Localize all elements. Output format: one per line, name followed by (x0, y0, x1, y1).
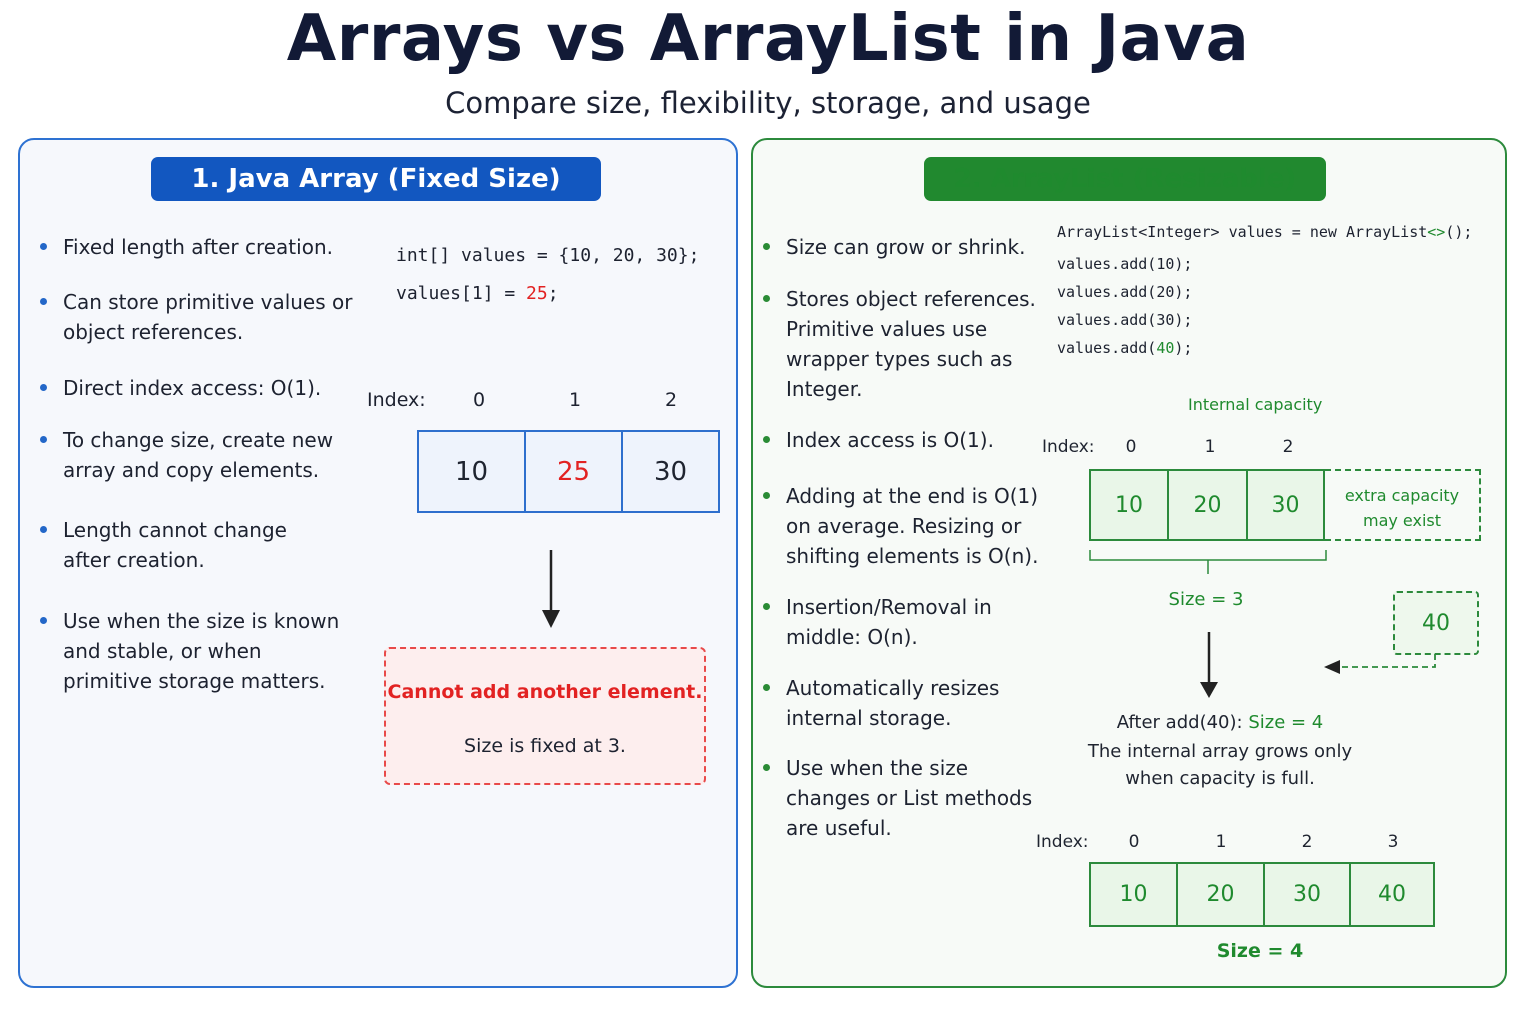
arraylist-index: 0 (1128, 832, 1140, 852)
bullet-dot-icon (40, 384, 47, 391)
size-after-label: Size = 4 (1216, 940, 1304, 962)
array-index-label: Index: (367, 389, 426, 411)
after-add-label: After add(40): Size = 4 (1116, 712, 1324, 733)
array-panel (18, 138, 738, 988)
warning-title: Cannot add another element. (387, 681, 703, 703)
warning-text: Size is fixed at 3. (464, 735, 626, 757)
page-subtitle: Compare size, flexibility, storage, and … (445, 86, 1091, 120)
bullet-dot-icon (40, 243, 47, 250)
bullet-dot-icon (763, 243, 770, 250)
bullet-dot-icon (763, 492, 770, 499)
arraylist-bullet: Automatically resizes internal storage. (763, 673, 999, 733)
array-code-assignment: values[1] = 25; (396, 283, 559, 304)
arraylist-code-add: values.add(20); (1057, 283, 1193, 301)
arraylist-bullet: Size can grow or shrink. (763, 232, 1025, 262)
arraylist-cell: 10 (1091, 471, 1169, 539)
arraylist-index-label: Index: (1036, 832, 1089, 852)
down-arrow-icon (542, 550, 560, 628)
arraylist-cell: 20 (1169, 471, 1248, 539)
bullet-dot-icon (763, 684, 770, 691)
new-element-box: 40 (1393, 591, 1479, 655)
arraylist-code-add: values.add(10); (1057, 255, 1193, 273)
array-cells: 10 25 30 (417, 430, 720, 513)
arraylist-index: 1 (1204, 437, 1216, 457)
arraylist-bullet: Insertion/Removal in middle: O(n). (763, 592, 992, 652)
array-bullet: To change size, create new array and cop… (40, 425, 333, 485)
array-panel-header: 1. Java Array (Fixed Size) (151, 157, 601, 201)
arraylist-code-declaration: ArrayList<Integer> values = new ArrayLis… (1057, 223, 1473, 241)
bullet-dot-icon (40, 298, 47, 305)
array-index: 2 (664, 389, 678, 411)
arraylist-code-add: values.add(40); (1057, 339, 1193, 357)
bullet-dot-icon (40, 617, 47, 624)
array-bullet: Length cannot change after creation. (40, 515, 287, 575)
fixed-size-warning: Cannot add another element. Size is fixe… (384, 647, 706, 785)
arraylist-bullet: Stores object references. Primitive valu… (763, 284, 1036, 404)
arraylist-bullet: Adding at the end is O(1) on average. Re… (763, 481, 1038, 571)
arraylist-cells-after: 10 20 30 40 (1089, 862, 1435, 927)
bullet-dot-icon (763, 603, 770, 610)
arraylist-index: 3 (1387, 832, 1399, 852)
arraylist-bullet: Index access is O(1). (763, 425, 994, 455)
extra-capacity-box: extra capacity may exist (1325, 469, 1481, 541)
down-arrow-icon (1200, 632, 1218, 698)
arraylist-cells-before: 10 20 30 (1089, 469, 1325, 541)
arraylist-cell: 20 (1178, 864, 1265, 925)
array-code-declaration: int[] values = {10, 20, 30}; (396, 245, 700, 266)
array-cell: 30 (653, 456, 688, 487)
grow-note-line: when capacity is full. (1125, 768, 1315, 789)
bullet-dot-icon (40, 436, 47, 443)
arraylist-cell: 40 (1378, 882, 1406, 907)
size-brace-icon (1089, 550, 1327, 574)
arraylist-index: 1 (1215, 832, 1227, 852)
array-bullet: Can store primitive values or object ref… (40, 287, 352, 347)
arraylist-bullet: Use when the size changes or List method… (763, 753, 1032, 843)
page-title: Arrays vs ArrayList in Java (286, 2, 1250, 76)
arraylist-panel (751, 138, 1507, 988)
grow-note-line: The internal array grows only (1087, 741, 1353, 762)
arraylist-cell: 10 (1091, 864, 1178, 925)
bullet-dot-icon (763, 436, 770, 443)
array-cell: 10 (419, 432, 526, 511)
array-index: 0 (472, 389, 486, 411)
array-cell-updated: 25 (526, 432, 623, 511)
arraylist-index: 2 (1301, 832, 1313, 852)
bullet-dot-icon (40, 526, 47, 533)
array-bullet: Direct index access: O(1). (40, 373, 321, 403)
arraylist-cell: 30 (1271, 492, 1300, 518)
arraylist-index: 2 (1282, 437, 1294, 457)
internal-capacity-label: Internal capacity (1188, 395, 1323, 414)
insert-arrow-icon (1324, 654, 1436, 674)
array-index: 1 (568, 389, 582, 411)
arraylist-panel-header: 2. ArrayList (Resizable) (924, 157, 1326, 201)
arraylist-index-label: Index: (1042, 437, 1095, 457)
array-bullet: Fixed length after creation. (40, 232, 333, 262)
array-bullet: Use when the size is known and stable, o… (40, 606, 339, 696)
arraylist-cell: 30 (1265, 864, 1351, 925)
bullet-dot-icon (763, 295, 770, 302)
size-before-label: Size = 3 (1168, 589, 1244, 610)
arraylist-code-add: values.add(30); (1057, 311, 1193, 329)
arraylist-index: 0 (1125, 437, 1137, 457)
bullet-dot-icon (763, 764, 770, 771)
